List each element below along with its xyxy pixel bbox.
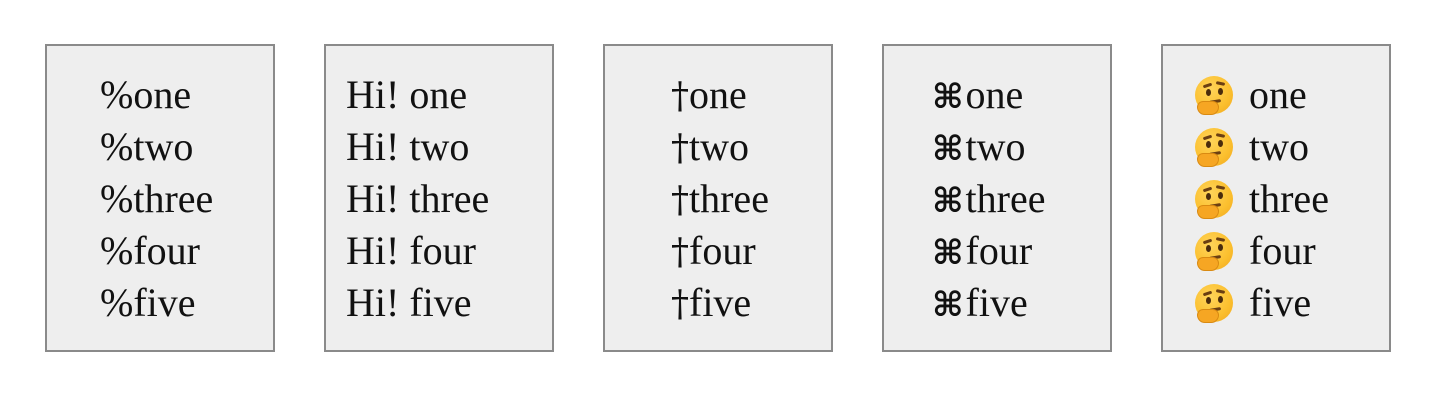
- list-item: three: [1195, 175, 1329, 227]
- list-item: Hi! five: [346, 279, 489, 331]
- dagger-icon: †: [671, 76, 689, 117]
- list-item: %three: [100, 175, 213, 227]
- list-item: %two: [100, 123, 213, 175]
- list-item: ⌘two: [932, 123, 1046, 175]
- list-item-label: one: [409, 72, 468, 117]
- percent-marker: %: [100, 228, 134, 273]
- dagger-list: †one †two †three †four †five: [671, 71, 769, 331]
- list-item: one: [1195, 71, 1329, 123]
- list-item: †five: [671, 279, 769, 331]
- command-key-icon: ⌘: [932, 77, 964, 117]
- list-item-label: four: [689, 228, 756, 273]
- list-item: ⌘five: [932, 279, 1046, 331]
- hi-marker: Hi!: [346, 72, 410, 117]
- dagger-icon: †: [671, 128, 689, 169]
- list-panel-percent: %one %two %three %four %five: [45, 44, 275, 352]
- emoji-list: one two three four five: [1195, 71, 1329, 331]
- dagger-icon: †: [671, 284, 689, 325]
- percent-marker: %: [100, 280, 134, 325]
- list-item: Hi! three: [346, 175, 489, 227]
- thinking-face-icon: [1195, 284, 1233, 323]
- list-item-label: one: [689, 72, 747, 117]
- list-item-label: four: [1249, 228, 1316, 273]
- list-item-label: three: [133, 176, 214, 221]
- list-item: %five: [100, 279, 213, 331]
- list-item: %four: [100, 227, 213, 279]
- percent-list: %one %two %three %four %five: [100, 71, 213, 331]
- command-key-icon: ⌘: [932, 129, 964, 169]
- list-item-label: three: [1249, 176, 1329, 221]
- hi-marker: Hi!: [346, 228, 410, 273]
- list-item-label: one: [965, 72, 1024, 117]
- list-item-label: two: [409, 124, 470, 169]
- list-item: †three: [671, 175, 769, 227]
- list-item-label: two: [1249, 124, 1309, 169]
- list-item-label: one: [133, 72, 192, 117]
- list-item: †one: [671, 71, 769, 123]
- command-key-icon: ⌘: [932, 285, 964, 325]
- command-key-icon: ⌘: [932, 181, 964, 221]
- list-item-label: four: [965, 228, 1033, 273]
- list-item-label: one: [1249, 72, 1307, 117]
- percent-marker: %: [100, 72, 134, 117]
- command-list: ⌘one ⌘two ⌘three ⌘four ⌘five: [932, 71, 1046, 331]
- list-panel-command: ⌘one ⌘two ⌘three ⌘four ⌘five: [882, 44, 1112, 352]
- list-item: four: [1195, 227, 1329, 279]
- list-item-label: three: [965, 176, 1046, 221]
- list-item-label: five: [133, 280, 196, 325]
- thinking-face-icon: [1195, 76, 1233, 115]
- list-item-label: two: [689, 124, 749, 169]
- list-item-label: three: [689, 176, 769, 221]
- list-item: Hi! two: [346, 123, 489, 175]
- hi-marker: Hi!: [346, 280, 410, 325]
- list-item: ⌘three: [932, 175, 1046, 227]
- dagger-icon: †: [671, 232, 689, 273]
- list-item: %one: [100, 71, 213, 123]
- hi-marker: Hi!: [346, 124, 410, 169]
- thinking-face-icon: [1195, 232, 1233, 271]
- hi-list: Hi! one Hi! two Hi! three Hi! four Hi! f…: [346, 71, 489, 331]
- list-item: †two: [671, 123, 769, 175]
- list-item: Hi! one: [346, 71, 489, 123]
- list-item: †four: [671, 227, 769, 279]
- list-item-label: five: [409, 280, 472, 325]
- command-key-icon: ⌘: [932, 233, 964, 273]
- list-item-label: five: [1249, 280, 1312, 325]
- list-panel-dagger: †one †two †three †four †five: [603, 44, 833, 352]
- thinking-face-icon: [1195, 180, 1233, 219]
- list-item-label: three: [409, 176, 490, 221]
- list-panel-emoji: one two three four five: [1161, 44, 1391, 352]
- list-item-label: four: [409, 228, 476, 273]
- list-item-label: four: [133, 228, 200, 273]
- list-item: five: [1195, 279, 1329, 331]
- dagger-icon: †: [671, 180, 689, 221]
- thinking-face-icon: [1195, 128, 1233, 167]
- hi-marker: Hi!: [346, 176, 410, 221]
- list-item-label: five: [689, 280, 752, 325]
- list-item: ⌘one: [932, 71, 1046, 123]
- list-item-label: two: [133, 124, 194, 169]
- list-item: two: [1195, 123, 1329, 175]
- percent-marker: %: [100, 176, 134, 221]
- percent-marker: %: [100, 124, 134, 169]
- list-item: Hi! four: [346, 227, 489, 279]
- list-panel-hi: Hi! one Hi! two Hi! three Hi! four Hi! f…: [324, 44, 554, 352]
- list-item-label: two: [965, 124, 1026, 169]
- list-item: ⌘four: [932, 227, 1046, 279]
- list-item-label: five: [965, 280, 1028, 325]
